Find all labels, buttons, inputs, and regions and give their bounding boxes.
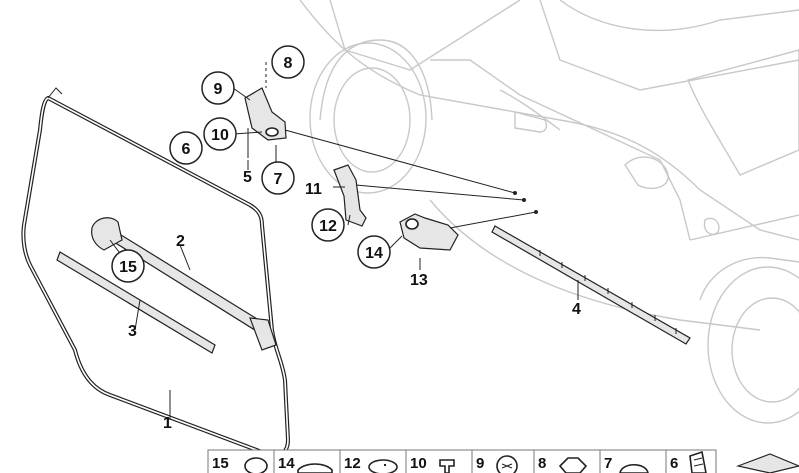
clip-icon-8 xyxy=(558,457,588,473)
callout-1: 1 xyxy=(163,415,172,432)
clip-icon-15 xyxy=(244,457,268,473)
callout-4: 4 xyxy=(572,301,581,318)
svg-text:10: 10 xyxy=(211,127,229,144)
trim-strip xyxy=(56,251,216,354)
callout-3: 3 xyxy=(128,323,137,340)
legend-label-10: 10 xyxy=(410,455,427,472)
car-body-outline xyxy=(299,0,799,424)
hinge-bracket xyxy=(333,164,526,227)
callout-12: 12 xyxy=(311,208,345,242)
legend-label-14: 14 xyxy=(278,455,295,472)
callout-2: 2 xyxy=(176,233,185,250)
clip-icon-6 xyxy=(689,450,707,473)
callout-11: 11 xyxy=(305,181,322,198)
callout-9: 9 xyxy=(201,71,235,105)
bracket-assembly xyxy=(244,62,517,195)
svg-text:8: 8 xyxy=(284,55,293,72)
svg-text:6: 6 xyxy=(182,141,191,158)
parts-legend: 15 14 12 10 9 8 7 6 xyxy=(207,449,799,473)
svg-text:7: 7 xyxy=(274,171,283,188)
callout-15: 15 xyxy=(111,249,145,283)
callout-10: 10 xyxy=(203,117,237,151)
legend-label-15: 15 xyxy=(212,455,229,472)
clip-icon-12 xyxy=(368,459,398,473)
legend-label-6: 6 xyxy=(670,455,678,472)
svg-text:15: 15 xyxy=(119,259,137,276)
callout-14: 14 xyxy=(357,235,391,269)
clip-icon-9 xyxy=(496,455,518,473)
callout-7: 7 xyxy=(261,161,295,195)
sill-strip xyxy=(491,225,691,345)
legend-label-8: 8 xyxy=(538,455,546,472)
window-channel-strip xyxy=(91,217,277,351)
svg-text:12: 12 xyxy=(319,218,337,235)
svg-text:14: 14 xyxy=(365,245,383,262)
svg-text:9: 9 xyxy=(214,81,223,98)
callout-5: 5 xyxy=(243,169,252,186)
clip-icon-14 xyxy=(297,463,333,473)
screw-icon-10 xyxy=(439,459,455,473)
legend-label-9: 9 xyxy=(476,455,484,472)
legend-label-7: 7 xyxy=(604,455,612,472)
legend-label-12: 12 xyxy=(344,455,361,472)
callout-8: 8 xyxy=(271,45,305,79)
callout-6: 6 xyxy=(169,131,203,165)
callout-13: 13 xyxy=(410,272,428,289)
sensor-block xyxy=(399,210,538,251)
pad-icon xyxy=(735,453,799,473)
